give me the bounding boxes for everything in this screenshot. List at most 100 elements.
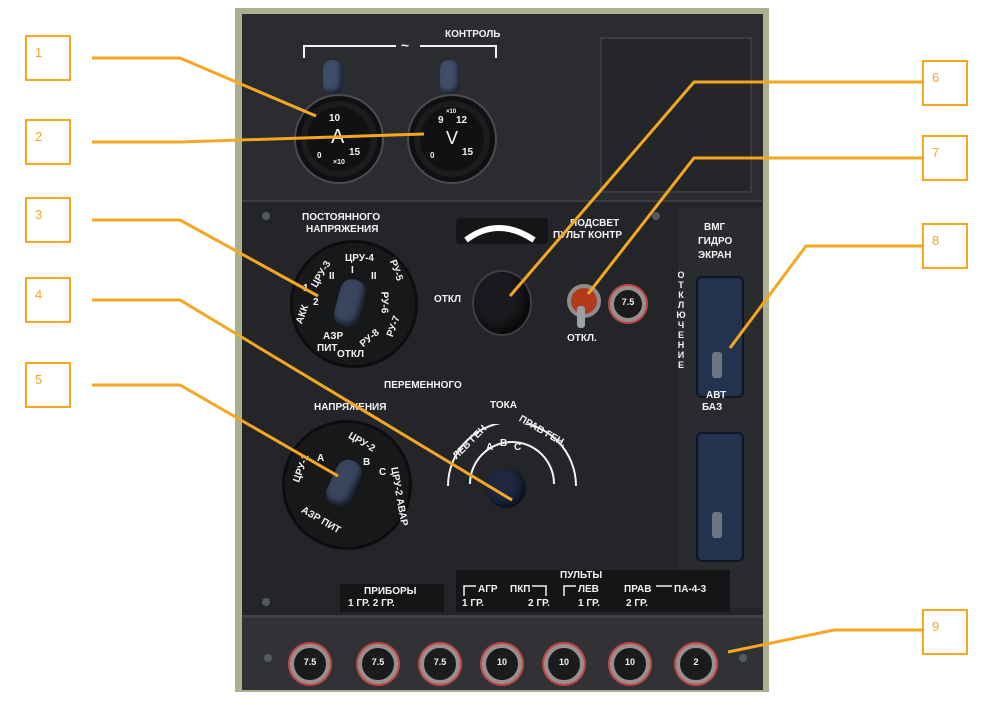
callout-number: 2	[35, 129, 43, 144]
vmg-lower-lever[interactable]	[712, 512, 722, 538]
dc-pos: 2	[313, 297, 319, 308]
vmg-line1: ВМГ	[704, 222, 726, 233]
dc-title-line2: НАПРЯЖЕНИЯ	[306, 224, 379, 235]
screw	[264, 654, 272, 662]
callout-number: 7	[932, 145, 940, 160]
pkp-label: ПКП	[510, 584, 531, 595]
callout-number: 9	[932, 619, 940, 634]
toggle-lever[interactable]	[577, 306, 585, 328]
lev-group: 1 ГР.	[578, 598, 600, 609]
ac-voltage-pos: В	[363, 457, 371, 468]
ac-current-a: А	[486, 442, 494, 453]
voltmeter-gauge: 9 12 15 0 V ×10	[409, 96, 495, 182]
pulty-bracket-lines	[463, 585, 672, 596]
pulty-label: ПУЛЬТЫ	[560, 570, 603, 581]
fuse-rating: 2	[693, 657, 699, 667]
fuse-1[interactable]: 7.5	[290, 644, 330, 684]
screw	[262, 598, 270, 606]
fuse-rating: 10	[496, 657, 507, 667]
vmg-switch-lever[interactable]	[712, 352, 722, 378]
ac-voltage-selector[interactable]: ЦРУ-1 ЦРУ-2 А В С ЦРУ-2 АВАР АЗР ПИТ	[282, 420, 412, 550]
backlight-off-label: ОТКЛ	[434, 294, 462, 305]
ammeter-mark-0: 0	[317, 151, 322, 160]
fuse-7[interactable]: 2	[676, 644, 716, 684]
callout-2: 2	[25, 119, 71, 165]
ac-voltage-title: НАПРЯЖЕНИЯ	[314, 402, 387, 413]
ac-title: ПЕРЕМЕННОГО	[384, 380, 462, 391]
dc-pos: II	[329, 271, 335, 282]
vmg-vertical-label: ОТКЛЮЧЕНИЕ	[676, 270, 686, 370]
dc-pos: ЦРУ-4	[345, 253, 374, 264]
backlight-indicator	[456, 218, 548, 244]
vmg-line3: ЭКРАН	[698, 250, 732, 261]
backlight-label-line1: ПОДСВЕТ	[570, 218, 620, 229]
control-tilde: ~	[400, 37, 410, 53]
fuse-rating: 7.5	[303, 657, 317, 667]
callout-number: 8	[932, 233, 940, 248]
toggle-fuse[interactable]: 7.5	[610, 286, 646, 322]
vmg-line2: ГИДРО	[698, 236, 733, 247]
fuse-6[interactable]: 10	[610, 644, 650, 684]
ammeter-multiplier: ×10	[333, 159, 345, 166]
voltmeter-knob[interactable]	[440, 60, 460, 94]
callout-1: 1	[25, 35, 71, 81]
vmg-guard-cover-upper[interactable]	[696, 276, 744, 398]
dc-pos: ПИТ	[317, 343, 338, 354]
fuse-3[interactable]: 7.5	[420, 644, 460, 684]
fuse-rating: 7.5	[371, 657, 385, 667]
lev-label: ЛЕВ	[578, 584, 599, 595]
fuse-rating: 10	[558, 657, 569, 667]
fuse-4[interactable]: 10	[482, 644, 522, 684]
voltmeter-symbol: V	[446, 128, 459, 148]
ammeter-mark-10: 10	[329, 113, 341, 124]
toggle-off-label: ОТКЛ.	[567, 333, 597, 344]
fuse-rating: 7.5	[621, 297, 635, 307]
dc-pos: I	[351, 265, 354, 276]
voltmeter-mark-15: 15	[462, 147, 474, 158]
voltmeter-mark-12: 12	[456, 115, 468, 126]
callout-5: 5	[25, 362, 71, 408]
screw	[262, 212, 270, 220]
fuse-rating: 10	[624, 657, 635, 667]
voltmeter-mark-0: 0	[430, 151, 435, 160]
control-title: КОНТРОЛЬ	[445, 29, 501, 40]
callout-4: 4	[25, 277, 71, 323]
vmg-guard-cover-lower[interactable]	[696, 432, 744, 562]
dc-voltage-selector[interactable]: ЦРУ-4 ЦРУ-3 I II II РУ-5 РУ-6 РУ-7 РУ-8 …	[290, 240, 418, 368]
fuse-2[interactable]: 7.5	[358, 644, 398, 684]
pa-label: ПА-4-3	[674, 584, 707, 595]
ac-current-c: С	[514, 442, 522, 453]
dc-pos: АЗР	[323, 331, 344, 342]
vmg-bottom-line2: БАЗ	[702, 402, 723, 413]
screw	[739, 654, 747, 662]
dc-title-line1: ПОСТОЯННОГО	[302, 212, 381, 223]
ac-current-scale	[447, 424, 577, 487]
control-bracket	[303, 45, 497, 58]
callout-number: 5	[35, 372, 43, 387]
blank-plate	[600, 37, 752, 193]
voltmeter-face: 9 12 15 0 V ×10	[420, 107, 484, 171]
callout-number: 3	[35, 207, 43, 222]
screw	[652, 212, 660, 220]
voltmeter-multiplier: ×10	[446, 109, 457, 115]
callout-7: 7	[922, 135, 968, 181]
callout-number: 4	[35, 287, 43, 302]
prav-label: ПРАВ	[624, 584, 652, 595]
callout-9: 9	[922, 609, 968, 655]
agr-group: 1 ГР.	[462, 598, 484, 609]
pribory-groups: 1 ГР. 2 ГР.	[348, 598, 395, 609]
pulty-box	[456, 570, 730, 612]
fuse-5[interactable]: 10	[544, 644, 584, 684]
ac-current-b: В	[500, 438, 508, 449]
pribory-label: ПРИБОРЫ	[364, 586, 417, 597]
ammeter-knob[interactable]	[323, 60, 343, 94]
ac-current-title: ТОКА	[490, 400, 517, 411]
pkp-group: 2 ГР.	[528, 598, 550, 609]
dc-pos: II	[371, 271, 377, 282]
ac-voltage-pos: С	[379, 467, 387, 478]
prav-group: 2 ГР.	[626, 598, 648, 609]
callout-number: 6	[932, 70, 940, 85]
voltmeter-mark-9: 9	[438, 115, 444, 126]
backlight-label-line2: ПУЛЬТ КОНТР	[553, 230, 622, 241]
